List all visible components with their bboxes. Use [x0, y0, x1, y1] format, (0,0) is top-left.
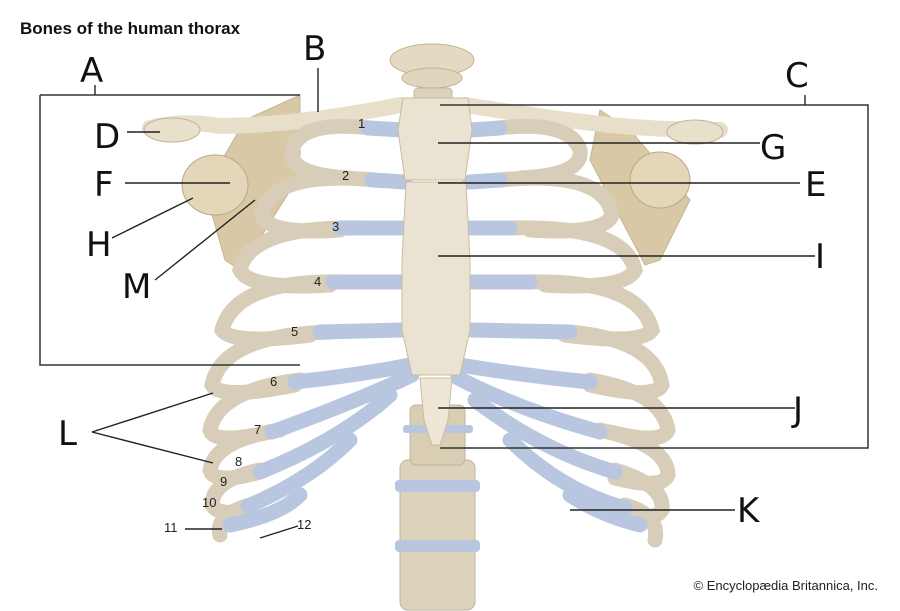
- bracket-c: [440, 95, 869, 449]
- ribs-left: [202, 118, 383, 543]
- scapula-right: [589, 109, 691, 266]
- label-f: F: [94, 165, 114, 205]
- rib-number-3: 3: [332, 219, 339, 234]
- copyright-credit: © Encyclopædia Britannica, Inc.: [693, 578, 878, 593]
- label-m: M: [122, 267, 151, 307]
- diagram-title: Bones of the human thorax: [20, 19, 241, 38]
- ribs-right: [490, 118, 676, 548]
- rib-number-8: 8: [235, 454, 242, 469]
- rib-number-10: 10: [202, 495, 216, 510]
- label-b: B: [303, 29, 326, 69]
- bracket-a: [39, 85, 300, 366]
- costal-cartilage-left: [222, 120, 420, 533]
- rib-number-2: 2: [342, 168, 349, 183]
- rib-number-1: 1: [358, 116, 365, 131]
- label-c: C: [785, 56, 809, 96]
- rib-number-11: 11: [164, 520, 178, 535]
- label-j: J: [791, 390, 803, 430]
- label-i: I: [815, 237, 825, 277]
- rib-number-12: 12: [297, 517, 311, 532]
- label-l: L: [58, 414, 77, 454]
- rib-number-5: 5: [291, 324, 298, 339]
- acromion-right: [666, 119, 724, 145]
- label-g: G: [760, 128, 786, 168]
- rib-number-9: 9: [220, 474, 227, 489]
- label-h: H: [86, 225, 112, 265]
- label-k: K: [737, 491, 761, 531]
- rib-number-4: 4: [314, 274, 321, 289]
- sternum: [397, 97, 473, 446]
- label-a: A: [80, 51, 103, 91]
- letter-labels: A B C D E F G H I J K L M: [58, 29, 826, 531]
- leader-lines: [91, 68, 815, 511]
- label-e: E: [805, 165, 826, 205]
- acromion-left: [143, 117, 201, 143]
- rib-number-labels: 1 2 3 4 5 6 7 8 9 10 11 12: [164, 116, 365, 539]
- rib-number-6: 6: [270, 374, 277, 389]
- rib-number-7: 7: [254, 422, 261, 437]
- label-d: D: [94, 117, 120, 157]
